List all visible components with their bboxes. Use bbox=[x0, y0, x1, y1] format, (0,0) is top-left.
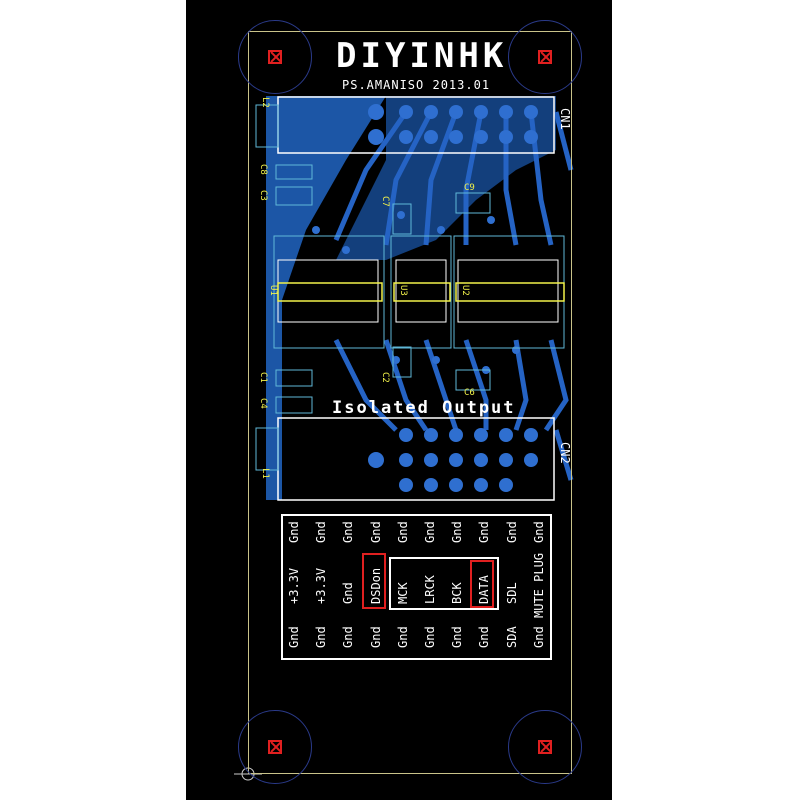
pin-label-bot: Gnd bbox=[368, 626, 383, 648]
ref-c7: C7 bbox=[380, 196, 390, 207]
mounting-hole-tr bbox=[508, 20, 582, 94]
pin-label-bot: Gnd bbox=[314, 626, 329, 648]
pin-label-top: Gnd bbox=[368, 521, 383, 543]
pin-label-top: Gnd bbox=[531, 521, 546, 543]
pin-label-bot: Gnd bbox=[450, 626, 465, 648]
mounting-hole-bl bbox=[238, 710, 312, 784]
pin-label-mid: +3.3V bbox=[287, 567, 301, 604]
pin-label-bot: Gnd bbox=[287, 626, 301, 648]
pin-label-mid: MUTE PLUG bbox=[531, 552, 546, 618]
pin-label-top: Gnd bbox=[504, 521, 519, 543]
cn1-label: CN1 bbox=[558, 108, 572, 130]
cn2-pads bbox=[368, 428, 538, 492]
drill-mark-icon bbox=[538, 740, 552, 754]
board-title: DIYINHK bbox=[336, 36, 508, 76]
ref-c9: C9 bbox=[464, 183, 475, 193]
pin-label-top: Gnd bbox=[341, 521, 356, 543]
ref-u3: U3 bbox=[398, 285, 408, 296]
pin-label-mid: SDL bbox=[504, 582, 519, 604]
pin-label-top: Gnd bbox=[450, 521, 465, 543]
board-outline bbox=[248, 31, 572, 774]
pin-label-bot: Gnd bbox=[477, 626, 492, 648]
pin-label-top: Gnd bbox=[287, 521, 301, 543]
drill-mark-icon bbox=[538, 50, 552, 64]
pin-label-mid: BCK bbox=[450, 582, 465, 604]
pin-label-top: Gnd bbox=[395, 521, 410, 543]
trace-group bbox=[333, 110, 574, 481]
copper-layer bbox=[234, 96, 574, 781]
mounting-hole-tl bbox=[238, 20, 312, 94]
ref-c6: C6 bbox=[464, 388, 475, 398]
pin-label-top: Gnd bbox=[314, 521, 329, 543]
pin-label-bot: Gnd bbox=[341, 626, 356, 648]
board-subtitle: PS.AMANISO 2013.01 bbox=[342, 78, 491, 92]
ic-refbars bbox=[277, 282, 565, 302]
pin-label-mid: MCK bbox=[395, 582, 410, 604]
ref-u1: U1 bbox=[268, 285, 278, 296]
passives bbox=[255, 104, 491, 471]
drill-mark-icon bbox=[268, 50, 282, 64]
ref-l2: L2 bbox=[260, 97, 270, 108]
pin-header-table bbox=[281, 514, 552, 660]
cn1-pads bbox=[368, 104, 538, 145]
pin-label-mid: Gnd bbox=[341, 582, 356, 604]
i2s-signal-box bbox=[389, 557, 499, 610]
copper-pour bbox=[266, 96, 386, 500]
ref-c3: C3 bbox=[258, 190, 268, 201]
ref-c1: C1 bbox=[258, 372, 268, 383]
highlight-dsdon bbox=[362, 553, 386, 609]
mounting-hole-br bbox=[508, 710, 582, 784]
pin-label-mid: +3.3V bbox=[314, 567, 329, 604]
pin-label-bot: Gnd bbox=[531, 626, 546, 648]
isolated-output-label: Isolated Output bbox=[332, 398, 516, 418]
pcb-viewport[interactable]: DIYINHK PS.AMANISO 2013.01 Isolated Outp… bbox=[186, 0, 612, 800]
ref-c8: C8 bbox=[258, 164, 268, 175]
pin-label-top: Gnd bbox=[477, 521, 492, 543]
pin-label-mid: LRCK bbox=[423, 575, 437, 604]
ref-c4: C4 bbox=[258, 398, 268, 409]
cn2-label: CN2 bbox=[558, 442, 572, 464]
pin-label-bot: Gnd bbox=[395, 626, 410, 648]
highlight-data bbox=[470, 560, 494, 608]
pin-label-top: Gnd bbox=[423, 521, 437, 543]
ref-u2: U2 bbox=[460, 285, 470, 296]
pin-label-bot: SDA bbox=[504, 626, 519, 648]
ref-c2: C2 bbox=[380, 372, 390, 383]
pin-label-bot: Gnd bbox=[423, 626, 437, 648]
drill-mark-icon bbox=[268, 740, 282, 754]
ref-l1: L1 bbox=[260, 468, 270, 479]
